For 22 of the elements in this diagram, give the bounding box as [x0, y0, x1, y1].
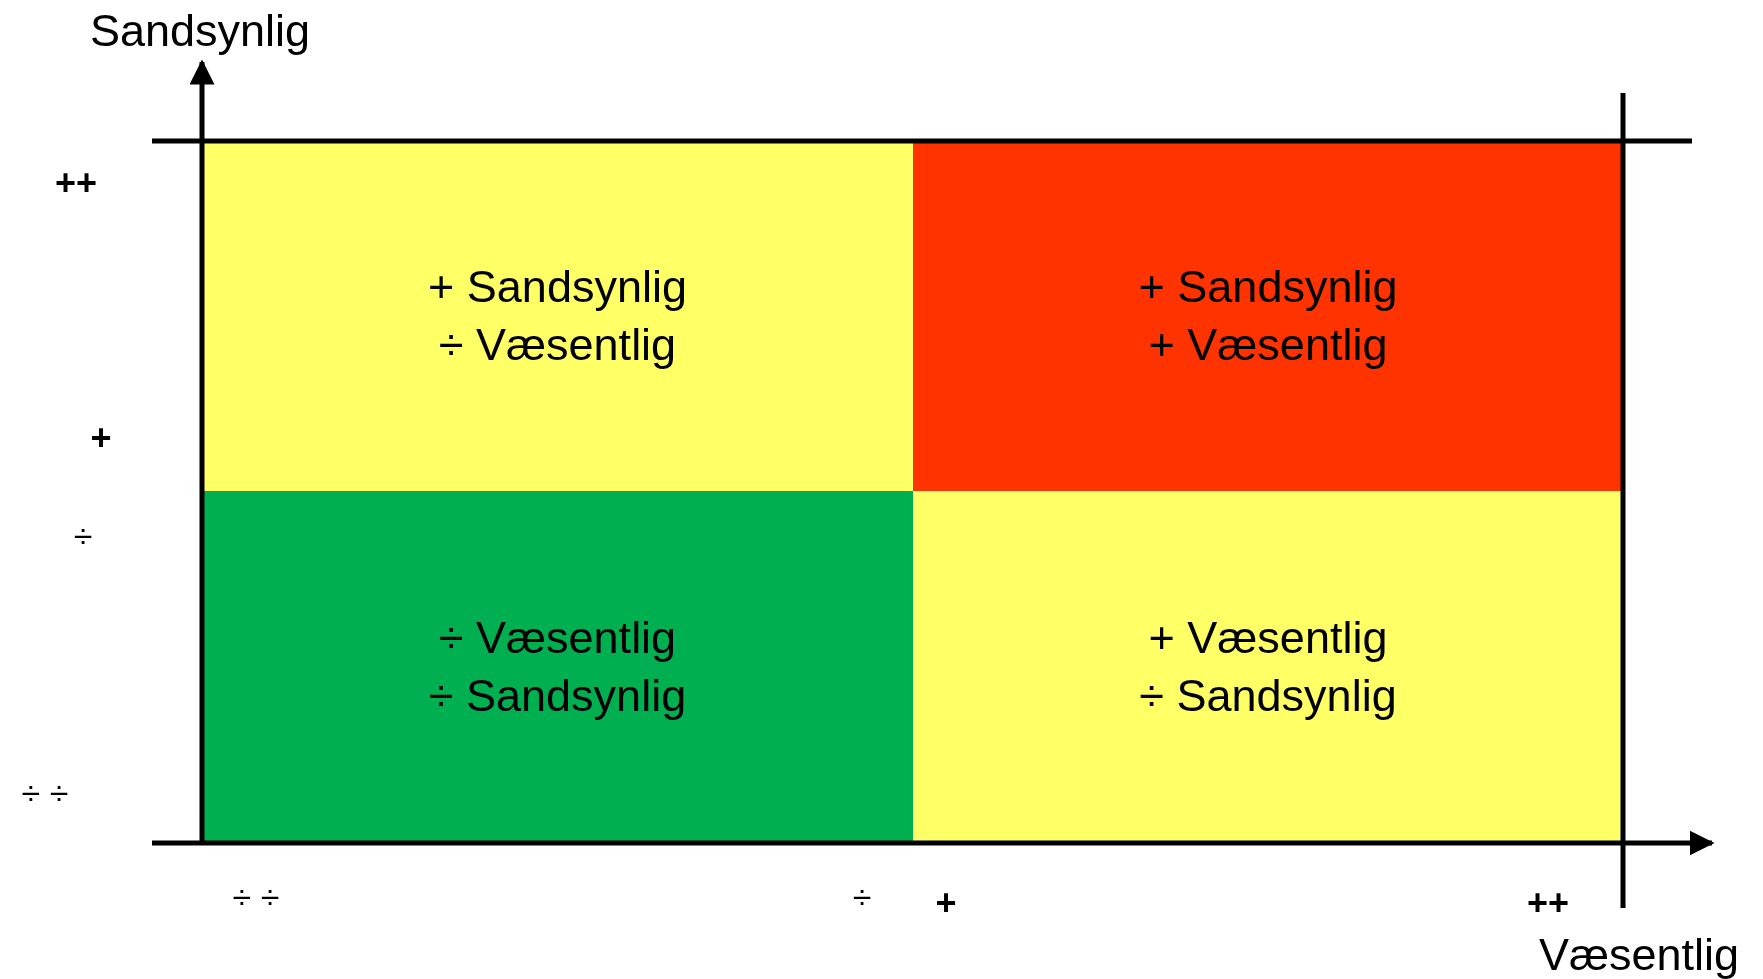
quadrant-cell	[913, 491, 1623, 843]
quadrant-cell	[202, 491, 913, 843]
quadrant-label: ÷ Sandsynlig	[428, 669, 687, 723]
quadrant-label: + Sandsynlig	[428, 260, 687, 314]
axis-title: Sandsynlig	[89, 5, 311, 57]
tick-label: +	[90, 417, 112, 459]
tick-label: ÷ ÷	[21, 773, 69, 813]
tick-label: ++	[55, 162, 97, 204]
quadrant-cell	[913, 141, 1623, 491]
tick-label: ÷ ÷	[232, 877, 280, 917]
axis-title: Væsentlig	[1538, 929, 1740, 979]
quadrant-label: + Væsentlig	[1148, 611, 1388, 665]
quadrant-cell	[202, 141, 913, 491]
tick-label: ++	[1527, 882, 1569, 924]
quadrant-label: + Sandsynlig	[1138, 260, 1398, 314]
quadrant-label: ÷ Væsentlig	[438, 318, 677, 372]
quadrant-label: ÷ Sandsynlig	[1139, 669, 1397, 723]
quadrant-label: + Væsentlig	[1148, 318, 1388, 372]
tick-label: ÷	[73, 516, 93, 556]
tick-label: +	[935, 882, 957, 924]
quadrant-label: ÷ Væsentlig	[438, 611, 677, 665]
tick-label: ÷	[852, 877, 872, 917]
